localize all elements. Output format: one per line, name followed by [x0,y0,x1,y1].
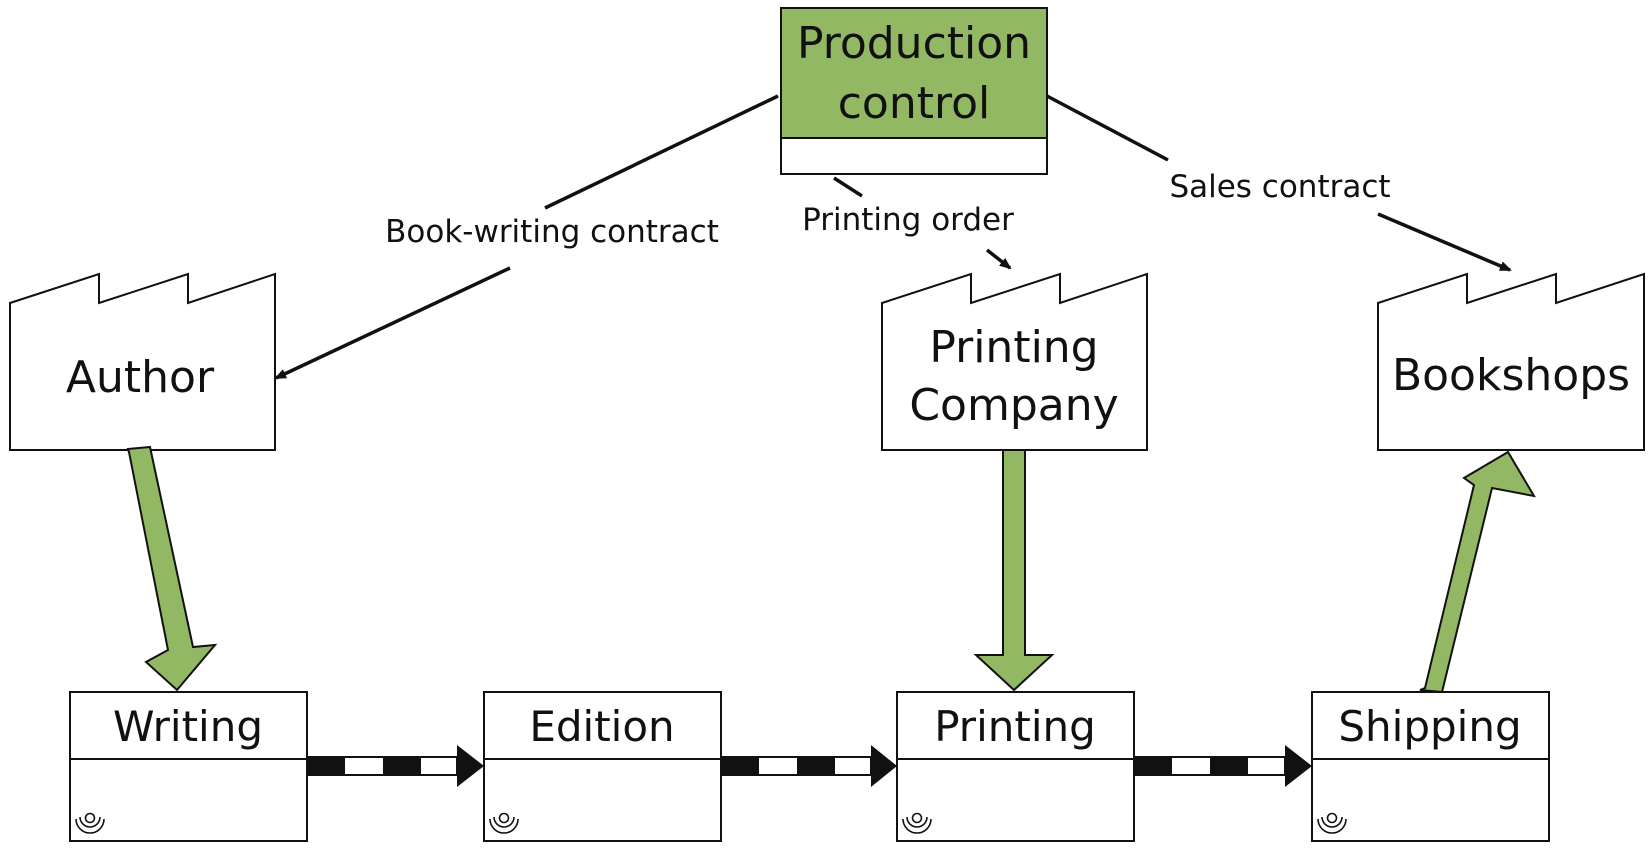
printing-operator-icon [902,812,932,834]
production-control-label-line1: Production [797,18,1031,69]
process-edition: Edition [483,691,722,842]
author-to-writing-arrow [126,445,218,692]
sequence-arrow-printing-shipping [1133,745,1312,787]
printing-order-arrow [985,248,1012,270]
shipping-label: Shipping [1338,702,1521,751]
process-shipping: Shipping [1311,691,1550,842]
book-writing-contract-arrow [274,266,511,380]
contract-links [274,94,1512,380]
actor-author: Author [9,272,276,451]
production-control-label-line2: control [838,78,991,129]
printing-company-label-line2: Company [909,380,1118,431]
bookshops-label: Bookshops [1392,350,1630,401]
printing-company-label-line1: Printing [929,322,1098,373]
printing-company-to-printing-arrow [973,449,1055,692]
printing-label: Printing [934,702,1096,751]
book-writing-contract-label: Book-writing contract [385,214,719,250]
sequence-arrow-writing-edition [306,745,484,787]
printing-order-line-upper [833,176,863,198]
writing-operator-icon [75,812,105,834]
process-printing: Printing [896,691,1135,842]
shipping-operator-icon [1317,812,1347,834]
printing-company-factory-icon [881,272,1148,451]
author-label: Author [66,352,215,403]
actor-printing-company: Printing Company [881,272,1148,451]
sales-contract-label: Sales contract [1169,169,1390,205]
actor-bookshops: Bookshops [1377,272,1645,451]
writing-label: Writing [113,702,263,751]
green-flow-arrows [126,445,1536,694]
process-writing: Writing [69,691,308,842]
sequence-arrow-edition-printing [720,745,897,787]
bookshops-factory-icon [1377,272,1645,451]
sales-contract-line-upper [1046,94,1169,162]
printing-order-label: Printing order [802,202,1014,238]
sales-contract-arrow [1377,212,1512,272]
edition-label: Edition [529,702,674,751]
author-factory-icon [9,272,276,451]
edition-operator-icon [489,812,519,834]
shipping-to-bookshops-arrow [1419,450,1536,694]
book-writing-contract-line-upper [544,94,779,210]
production-control-box: Production control [780,7,1048,175]
